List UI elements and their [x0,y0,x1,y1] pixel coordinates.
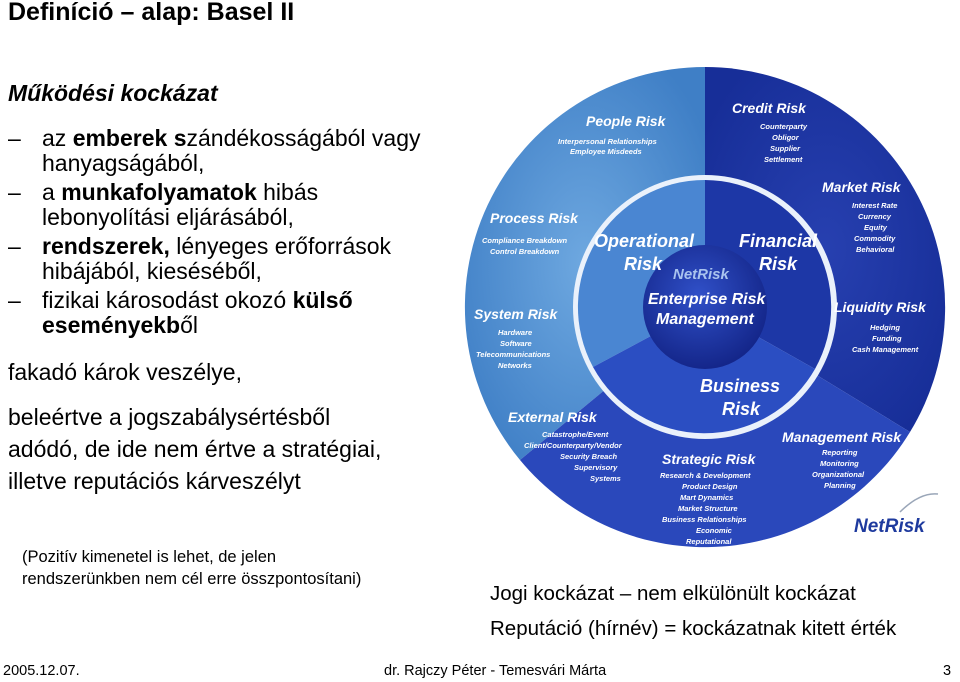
external-risk-item: Security Breach [560,452,618,461]
strategic-risk-item: Product Design [682,482,738,491]
liquidity-risk-title: Liquidity Risk [834,299,927,315]
bullet-text: ől [180,312,198,338]
strategic-risk-item: Market Structure [678,504,738,513]
inner-business-2: Risk [722,399,761,419]
bullet-item: – az emberek szándékosságából vagy hanya… [0,126,462,176]
netrisk-logo: NetRisk [852,493,939,540]
inner-operational-1: Operational [594,231,695,251]
market-risk-item: Equity [864,223,888,232]
process-risk-title: Process Risk [490,210,579,226]
note-line-2: rendszerünkben nem cél erre összpontosít… [22,570,362,588]
system-risk-item: Telecommunications [476,350,550,359]
external-risk-item: Systems [590,474,621,483]
reputation-note: Reputáció (hírnév) = kockázatnak kitett … [490,617,897,640]
strategic-risk-item: Reputational [686,537,732,546]
slide-subtitle: Működési kockázat [8,80,218,106]
footer-page-number: 3 [943,663,952,679]
bullet-dash: – [8,125,21,151]
netrisk-logo-text: NetRisk [854,516,926,537]
strategic-risk-item: Mart Dynamics [680,493,733,502]
management-risk-item: Reporting [822,448,858,457]
inner-financial-2: Risk [759,254,798,274]
credit-risk-item: Supplier [770,144,801,153]
external-risk-item: Supervisory [574,463,618,472]
footer-date: 2005.12.07. [3,663,80,679]
system-risk-item: Hardware [498,328,532,337]
inner-business-1: Business [700,376,780,396]
market-risk-item: Commodity [854,234,896,243]
center-brand: NetRisk [673,266,730,283]
people-risk-title: People Risk [586,113,667,129]
note: (Pozitív kimenetel is lehet, de jelen re… [22,546,361,590]
market-risk-item: Currency [858,212,892,221]
bullet-item: – rendszerek, lényeges erőforrások hibáj… [0,234,472,284]
system-risk-item: Software [500,339,532,348]
credit-risk-item: Counterparty [760,122,808,131]
liquidity-risk-item: Cash Management [852,345,919,354]
bullet-item: – fizikai károsodást okozó külső esemény… [0,288,402,338]
people-risk-item: Employee Misdeeds [570,147,642,156]
management-risk-item: Planning [824,481,856,490]
center-label-1: Enterprise Risk [648,291,766,308]
external-risk-item: Catastrophe/Event [542,430,609,439]
management-risk-item: Monitoring [820,459,859,468]
liquidity-risk-item: Hedging [870,323,900,332]
strategic-risk-item: Business Relationships [662,515,747,524]
bullet-text: lényeges erőforrások hibájából, kieséséb… [42,233,392,284]
bullet-bold: emberek s [72,125,187,151]
bullet-list: – az emberek szándékosságából vagy hanya… [0,126,470,342]
bullet-text: az [42,125,73,151]
process-risk-item: Compliance Breakdown [482,236,567,245]
market-risk-item: Interest Rate [852,201,897,210]
bullet-dash: – [8,287,21,313]
center-label-2: Management [656,311,754,328]
external-risk-item: Client/Counterparty/Vendor [524,441,623,450]
strategic-risk-item: Economic [696,526,733,535]
market-risk-title: Market Risk [822,179,902,195]
system-risk-item: Networks [498,361,532,370]
bullet-bold: munkafolyamatok [61,179,257,205]
credit-risk-item: Settlement [764,155,803,164]
slide-title: Definíció – alap: Basel II [8,0,295,26]
system-risk-title: System Risk [474,306,558,322]
market-risk-item: Behavioral [856,245,895,254]
center-circle [643,245,767,369]
credit-risk-title: Credit Risk [732,100,807,116]
bullet-dash: – [8,179,21,205]
bullet-dash: – [8,233,21,259]
bullet-text: hibás lebonyolítási eljárásából, [42,179,319,230]
footer-authors: dr. Rajczy Péter - Temesvári Márta [384,663,607,679]
external-risk-title: External Risk [508,409,598,425]
process-risk-item: Control Breakdown [490,247,560,256]
liquidity-risk-item: Funding [872,334,902,343]
note-line-1: (Pozitív kimenetel is lehet, de jelen [22,548,277,566]
bullet-text: zándékosságából vagy hanyagságából, [42,125,421,176]
strategic-risk-title: Strategic Risk [662,451,757,467]
management-risk-item: Organizational [812,470,865,479]
management-risk-title: Management Risk [782,429,902,445]
inner-financial-1: Financial [739,231,818,251]
credit-risk-item: Obligor [772,133,800,142]
risk-wheel-diagram: NetRisk Enterprise Risk Management Opera… [464,66,946,548]
scope-line-2: adódó, de ide nem értve a stratégiai, [8,436,382,462]
scope-line-1: beleértve a jogszabálysértésből [8,404,331,430]
inner-wedge-business [593,307,815,434]
bullet-bold: rendszerek, [42,233,170,259]
inner-operational-2: Risk [624,254,663,274]
consequence-line: fakadó károk veszélye, [8,359,242,385]
bullet-text: fizikai károsodást okozó [42,287,293,313]
people-risk-item: Interpersonal Relationships [558,137,657,146]
bullet-bold: külső eseményekb [42,287,353,338]
strategic-risk-item: Research & Development [660,471,751,480]
legal-risk-note: Jogi kockázat – nem elkülönült kockázat [490,582,856,605]
scope-line-3: illetve reputációs kárveszélyt [8,468,301,494]
bullet-item: – a munkafolyamatok hibás lebonyolítási … [0,180,402,230]
bullet-text: a [42,179,62,205]
